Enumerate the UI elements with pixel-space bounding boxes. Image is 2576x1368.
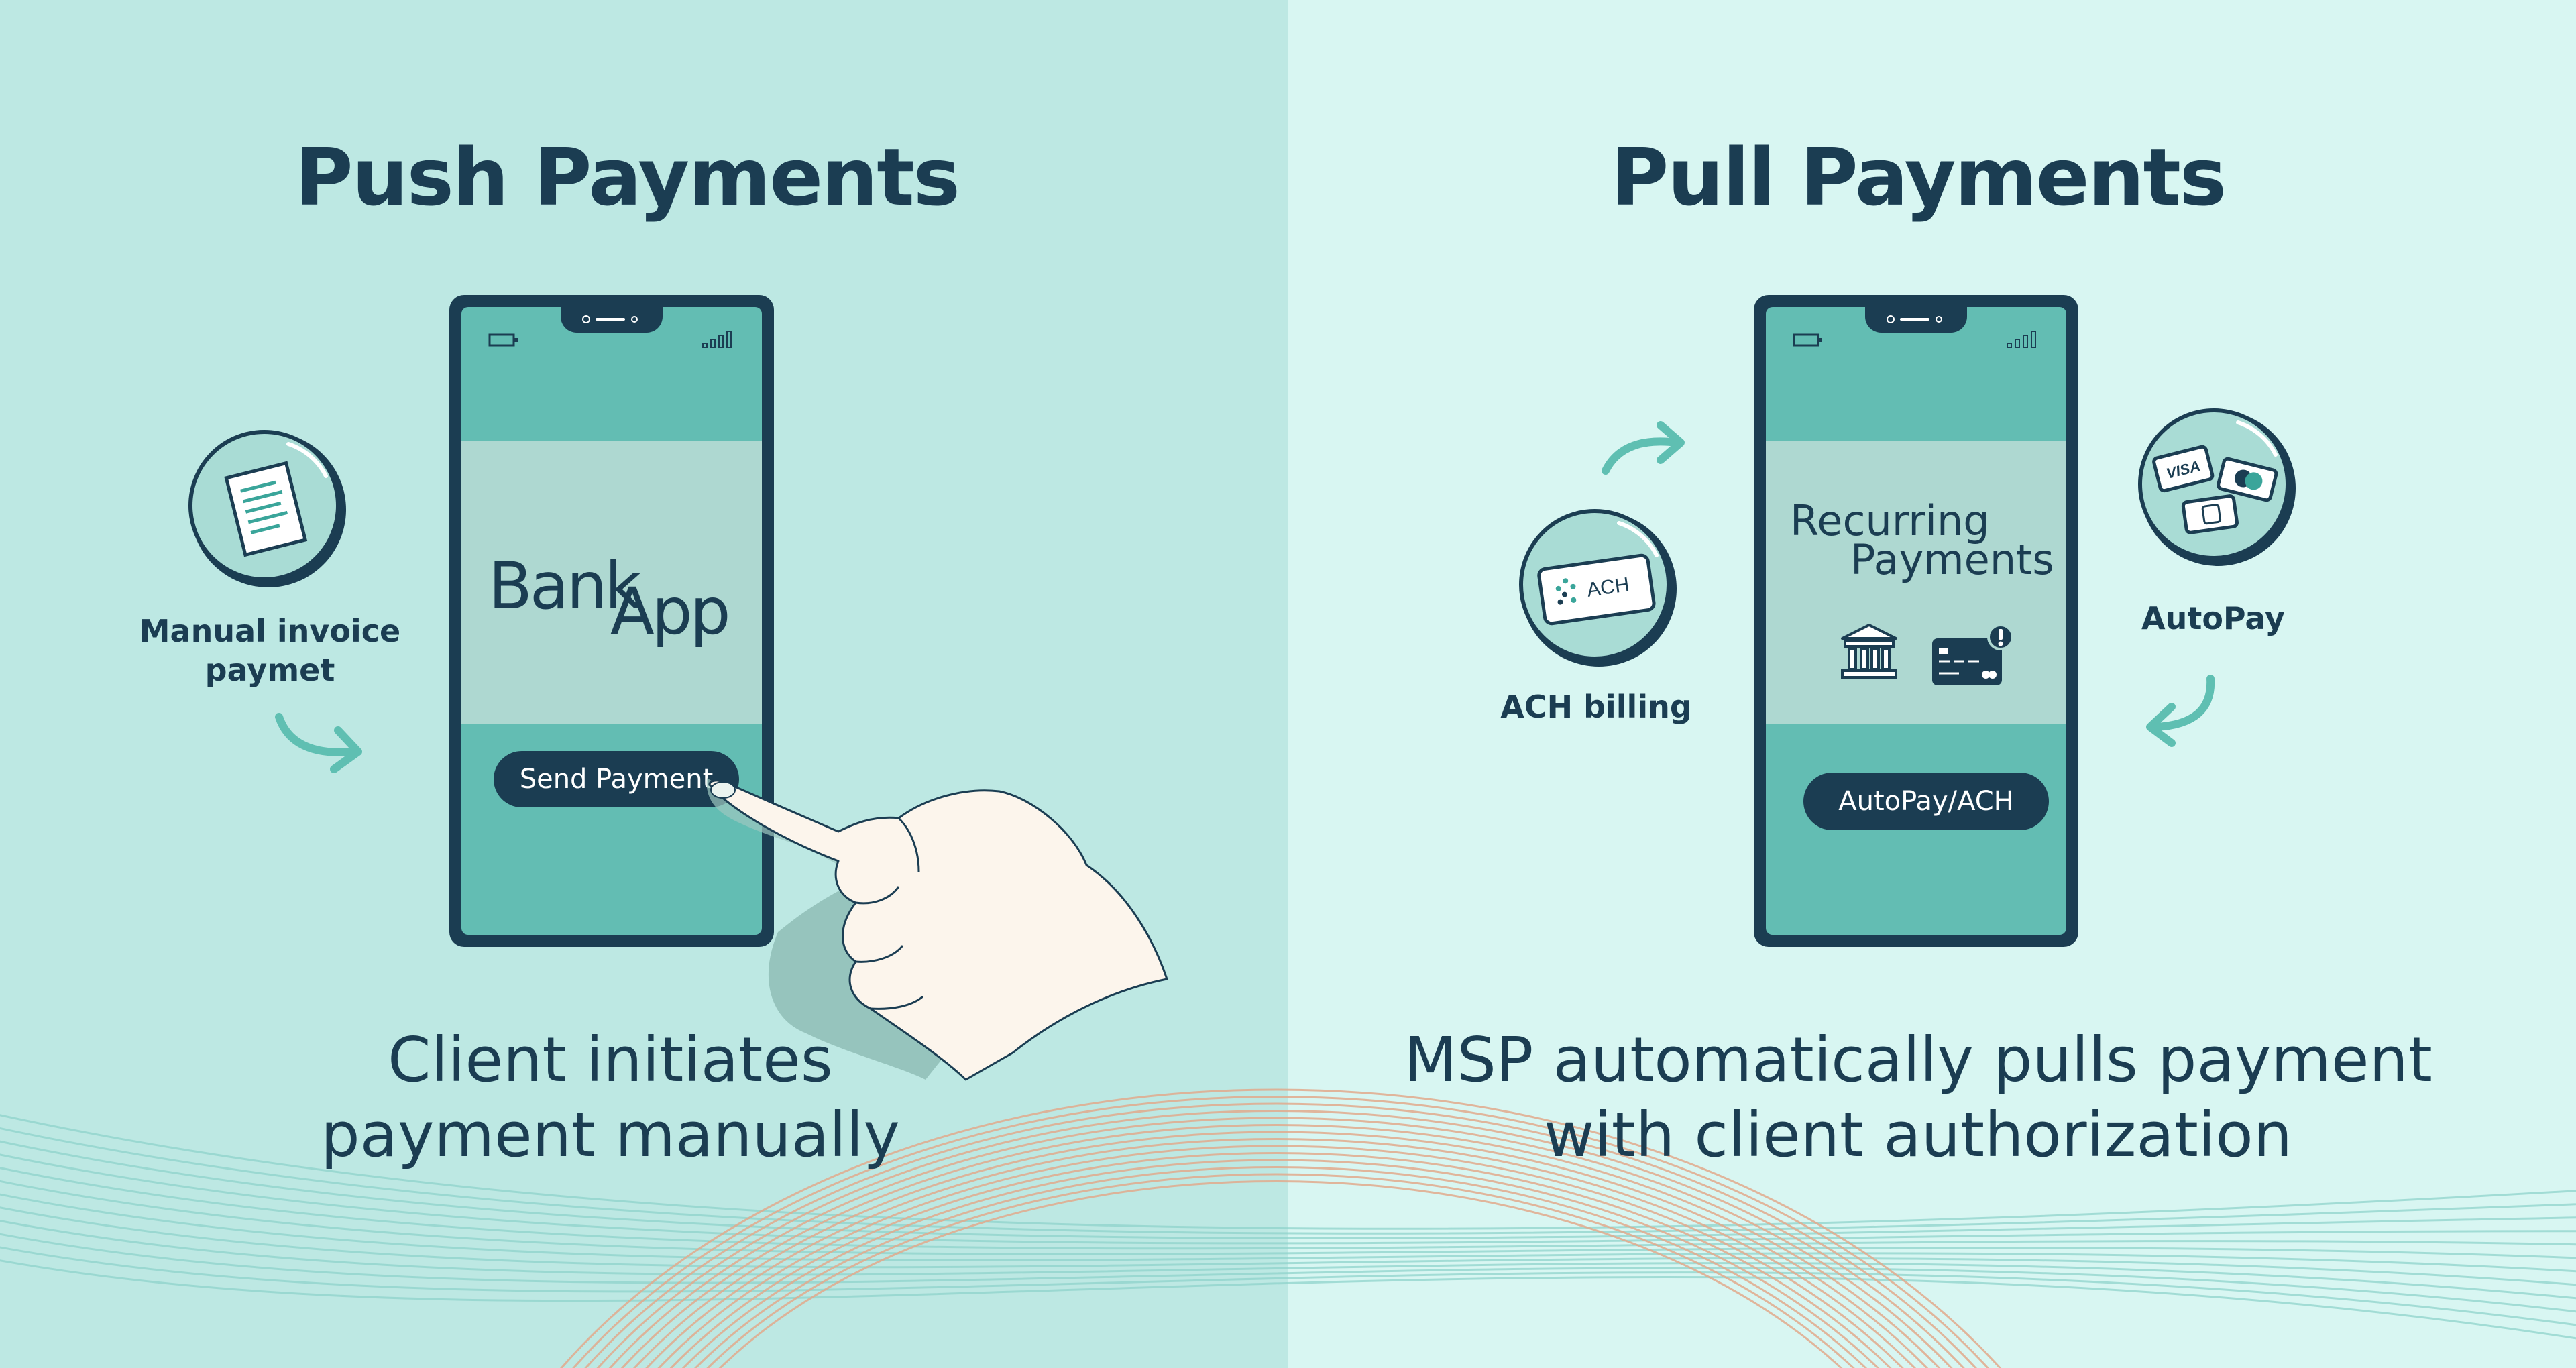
orange-wave-line (694, 1166, 1867, 1368)
bank-app-logo-part1: Bank (488, 549, 642, 624)
jcb-card-icon (2181, 494, 2239, 534)
pull-phone: Recurring Payments AutoPay/ACH (1754, 295, 2078, 947)
orange-wave-line (669, 1152, 1892, 1368)
teal-wave-line (0, 1180, 2576, 1259)
pull-payments-title: Pull Payments (1610, 131, 2227, 223)
orange-wave-line (596, 1110, 1965, 1368)
pull-phone-screen: Recurring Payments AutoPay/ACH (1766, 307, 2066, 935)
phone-notch (561, 307, 663, 333)
ach-card-icon: ACH (1517, 507, 1685, 675)
manual-invoice-label: Manual invoice paymet (134, 612, 406, 689)
teal-wave-line (0, 1114, 2576, 1230)
battery-icon (488, 333, 518, 347)
document-icon (188, 429, 355, 597)
orange-wave-line (621, 1124, 1941, 1368)
arrow-icon (275, 713, 362, 773)
teal-wave-line (0, 1220, 2576, 1300)
payment-cards-bubble: VISA (2136, 406, 2304, 574)
recurring-payments-title: Recurring Payments (1766, 496, 2066, 584)
push-caption-line2: payment manually (321, 1099, 900, 1171)
orange-wave-line (572, 1096, 1989, 1368)
pull-caption-line1: MSP automatically pulls payment (1404, 1024, 2432, 1096)
push-caption: Client initiates payment manually (268, 1023, 952, 1173)
teal-wave-line (0, 1246, 2576, 1326)
orange-wave-line (560, 1088, 2002, 1368)
teal-wave-line (0, 1193, 2576, 1273)
orange-wave-line (706, 1173, 1855, 1368)
pull-screen-band (1766, 441, 2066, 724)
teal-wave-line (0, 1259, 2576, 1340)
phone-notch (1865, 307, 1967, 333)
teal-wave-line (0, 1127, 2576, 1235)
orange-wave-line (718, 1180, 1843, 1368)
teal-wave-line (0, 1153, 2576, 1245)
teal-wave-line (0, 1233, 2576, 1313)
push-phone-screen: Bank App Send Payment (461, 307, 762, 935)
orange-wave-line (584, 1102, 1977, 1368)
teal-wave-line (0, 1167, 2576, 1250)
bank-icon (1841, 624, 1897, 679)
manual-invoice-label-text: Manual invoice paymet (139, 613, 401, 688)
orange-wave-line (645, 1138, 1916, 1368)
recurring-payments-title-line1: Recurring (1790, 496, 1990, 545)
arrow-icon (1602, 421, 1685, 475)
orange-wave-line (633, 1131, 1928, 1368)
recurring-payments-title-line2: Payments (1850, 535, 2054, 584)
push-caption-line1: Client initiates (388, 1024, 833, 1096)
pull-caption-line2: with client authorization (1544, 1099, 2292, 1171)
camera-icon (582, 315, 638, 323)
arrow-icon (2146, 675, 2215, 747)
signal-icon (702, 331, 732, 348)
autopay-ach-button[interactable]: AutoPay/ACH (1803, 773, 2049, 830)
camera-icon (1887, 315, 1942, 323)
battery-icon (1793, 333, 1822, 347)
signal-icon (2007, 331, 2036, 348)
autopay-label: AutoPay (2141, 600, 2286, 636)
pull-caption: MSP automatically pulls payment with cli… (1341, 1023, 2495, 1173)
orange-wave-line (608, 1117, 1953, 1368)
credit-card-icon (1932, 624, 2014, 685)
ach-billing-label: ACH billing (1500, 689, 1692, 725)
push-phone: Bank App Send Payment (449, 295, 774, 947)
teal-wave-line (0, 1206, 2576, 1286)
teal-wave-line (0, 1140, 2576, 1240)
bank-app-logo-part2: App (610, 574, 731, 649)
push-payments-title: Push Payments (295, 131, 960, 223)
pointing-hand (706, 778, 1168, 1081)
visa-card-icon: VISA (2152, 445, 2215, 493)
push-screen-band (461, 441, 762, 724)
orange-wave-line (657, 1145, 1904, 1368)
mastercard-icon (2217, 457, 2278, 502)
orange-wave-line (682, 1159, 1880, 1368)
send-payment-button[interactable]: Send Payment (494, 751, 739, 807)
